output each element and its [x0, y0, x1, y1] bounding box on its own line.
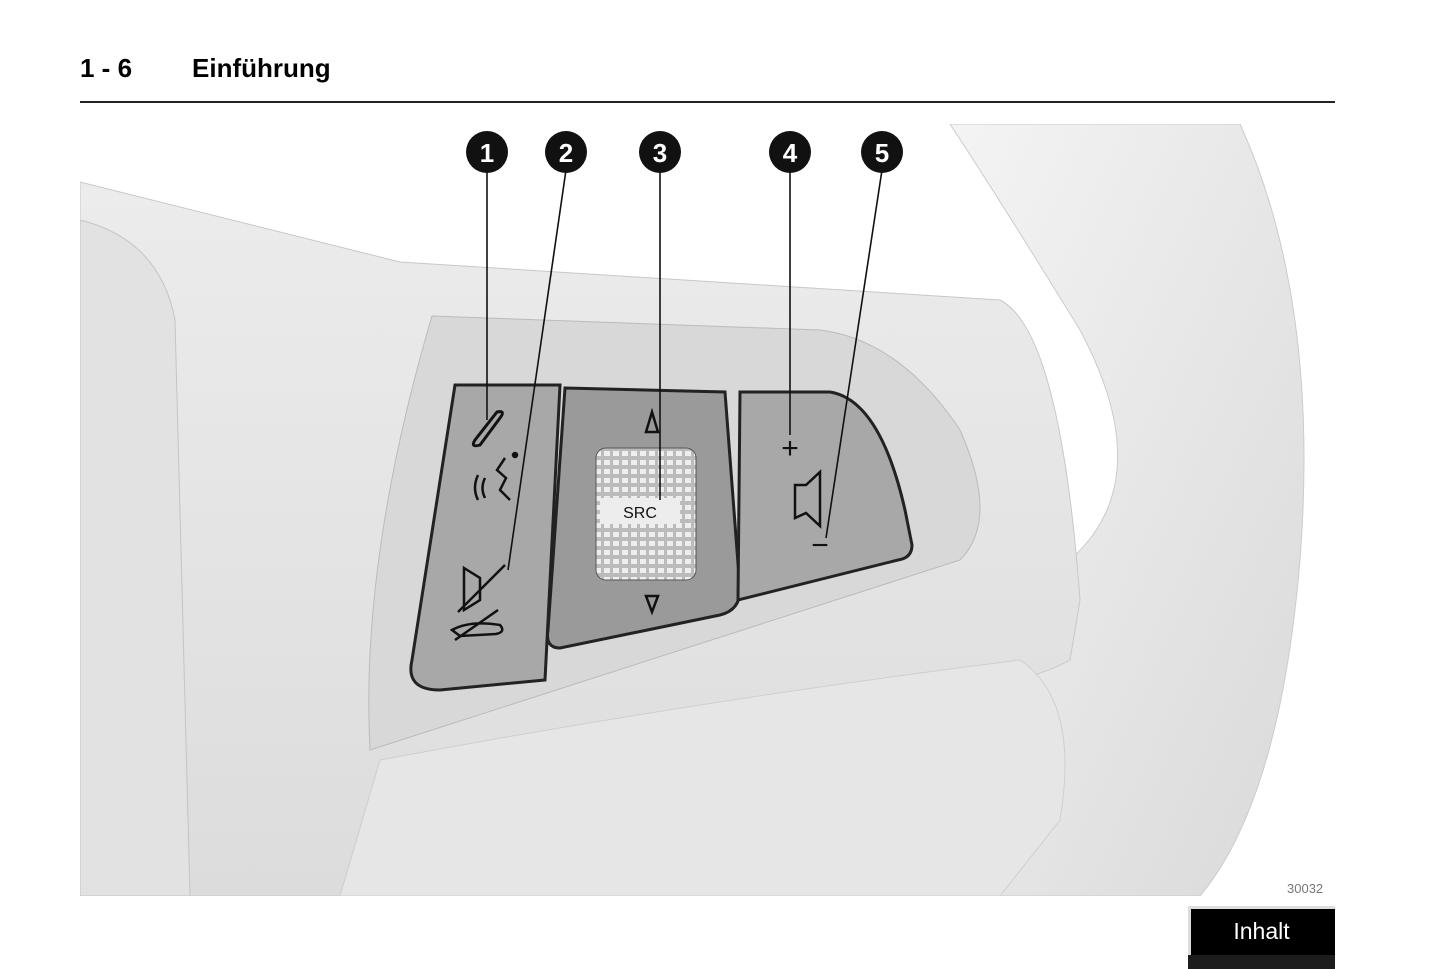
arrow-down-icon[interactable] [644, 594, 660, 616]
contents-button[interactable]: Inhalt [1188, 903, 1335, 969]
page-number: 1 - 6 [80, 53, 133, 83]
airbag-cover [80, 219, 191, 896]
contents-button-label: Inhalt [1233, 918, 1290, 944]
volume-minus-label: − [811, 529, 829, 562]
callout-1: 1 [466, 131, 508, 173]
arrow-up-icon[interactable] [644, 407, 660, 434]
speaker-icon [793, 469, 822, 529]
callout-3: 3 [639, 131, 681, 173]
steering-wheel-controls-illustration: SRC + − 1 2 3 4 5 [80, 124, 1305, 896]
section-title: Einführung [192, 53, 331, 83]
phone-voice-mute-button[interactable] [409, 383, 562, 692]
svg-text:3: 3 [653, 138, 667, 168]
volume-button[interactable] [736, 390, 914, 602]
svg-text:4: 4 [783, 138, 798, 168]
callout-5: 5 [861, 131, 903, 173]
callout-leader-lines [486, 169, 883, 571]
callout-2: 2 [545, 131, 587, 173]
volume-plus-label: + [781, 432, 799, 465]
voice-recognition-icon [473, 451, 519, 501]
svg-text:1: 1 [480, 138, 494, 168]
src-label: SRC [623, 505, 657, 522]
header-divider [80, 101, 1335, 103]
spoke-lower [339, 659, 1066, 896]
svg-text:2: 2 [559, 138, 573, 168]
end-call-icon [449, 608, 504, 642]
callout-4: 4 [769, 131, 811, 173]
figure-number: 30032 [1287, 881, 1324, 896]
mute-icon [457, 564, 506, 613]
svg-text:5: 5 [875, 138, 889, 168]
phone-icon [471, 410, 504, 448]
